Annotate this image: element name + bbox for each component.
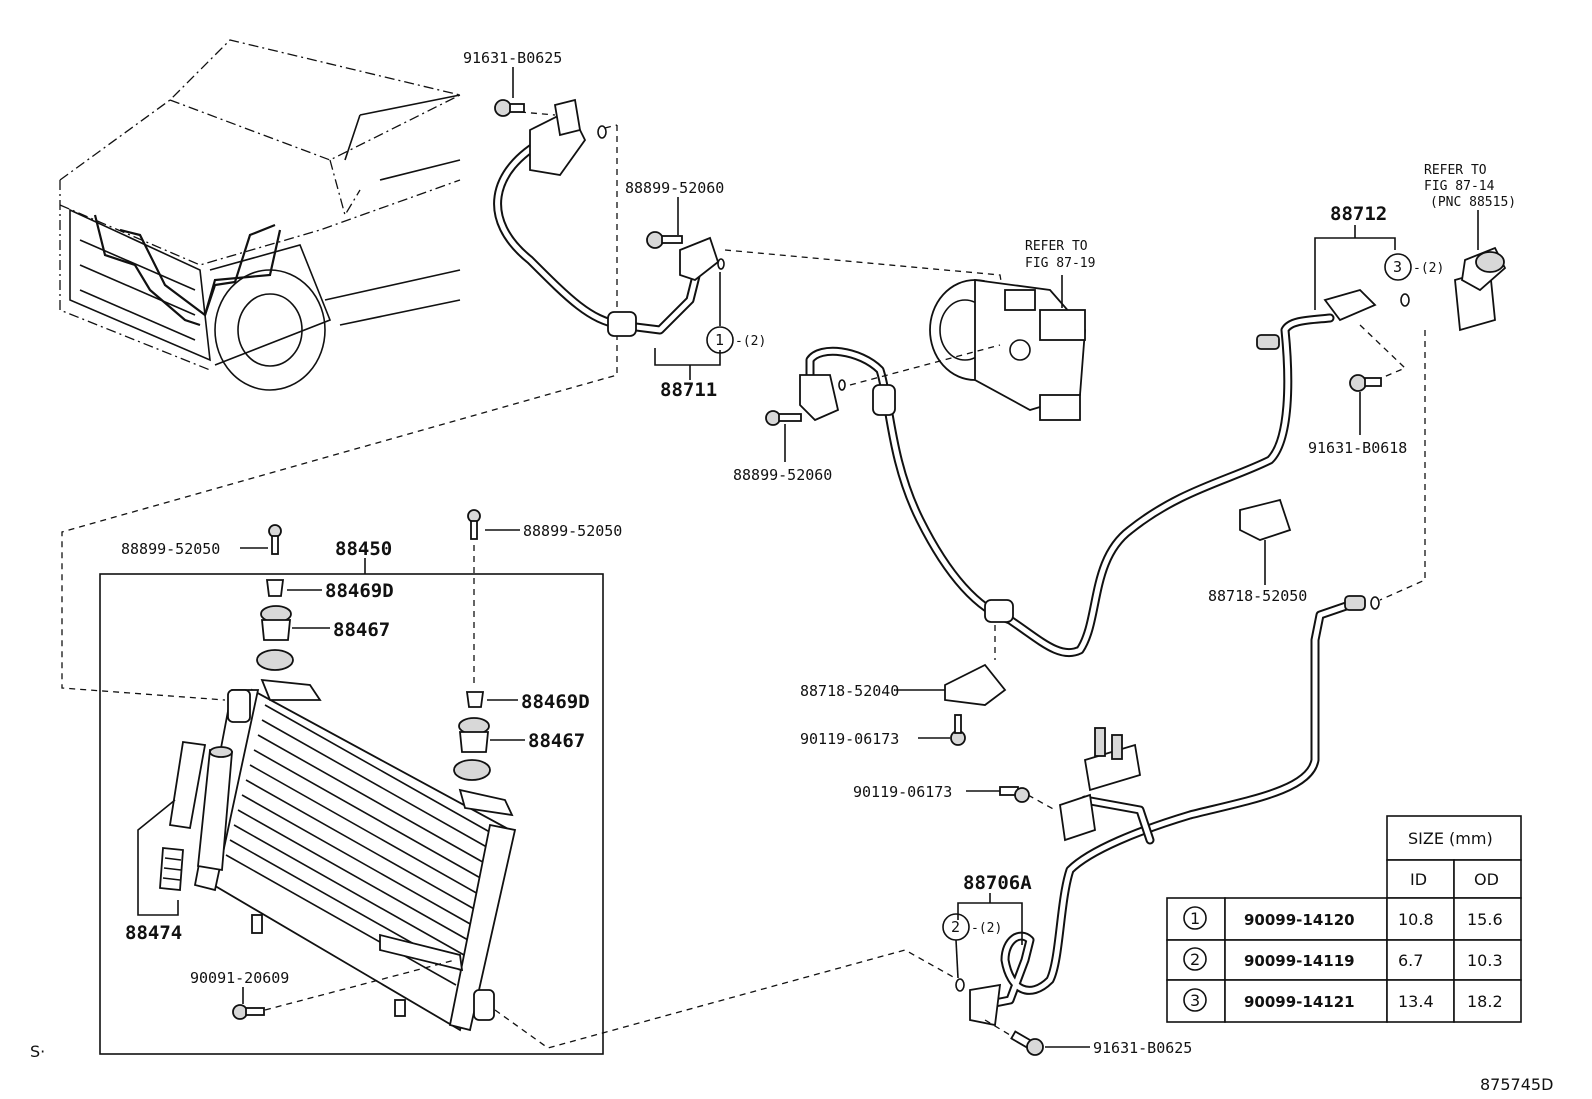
refer-valve-line-1: REFER TO <box>1424 163 1487 178</box>
leader <box>137 799 176 905</box>
size-table-id: 10.8 <box>1398 910 1434 929</box>
label-88899-52050-right: 88899-52050 <box>523 522 622 540</box>
size-table-part: 90099-14119 <box>1244 952 1355 970</box>
bolt-91631-b0625-top <box>494 99 525 117</box>
label-90091-20609: 90091-20609 <box>190 969 289 987</box>
bolt-88899-52050-left <box>268 524 282 555</box>
size-table-od: 18.2 <box>1467 992 1503 1011</box>
corner-mark: S· <box>30 1042 45 1061</box>
refer-valve-line-2: FIG 87-14 <box>1424 179 1495 194</box>
condenser-assembly-box <box>99 573 604 1055</box>
bracket-88711 <box>654 348 721 366</box>
label-91631-b0618: 91631-B0618 <box>1308 439 1407 457</box>
cushion-88467-mid <box>458 717 490 753</box>
size-table-part: 90099-14120 <box>1244 911 1355 929</box>
size-table-id: 6.7 <box>1398 951 1423 970</box>
discharge-hose-88711 <box>493 98 725 337</box>
suction-hose <box>799 313 1335 658</box>
ring-callout-1-qty: -(2) <box>735 334 766 349</box>
size-table-col-od: OD <box>1474 870 1499 889</box>
filter-88474 <box>159 740 207 891</box>
refer-valve-line-3: (PNC 88515) <box>1430 195 1516 210</box>
figure-code: 875745D <box>1480 1075 1553 1094</box>
clamp-88718-52050 <box>1239 498 1292 541</box>
condenser-core <box>193 649 517 1032</box>
leader-valve-bolt <box>1359 324 1407 386</box>
bolt-88899-52060-mid <box>765 410 802 426</box>
label-91631-b0625-bottom: 91631-B0625 <box>1093 1039 1192 1057</box>
leader-vehicle-to-condenser <box>61 125 618 701</box>
vehicle-outline <box>59 39 461 391</box>
label-88718-52040: 88718-52040 <box>800 682 899 700</box>
cushion-88469d-mid <box>465 691 485 708</box>
size-table: SIZE (mm) ID OD 1 90099-14120 10.8 15.6 … <box>1166 815 1522 1023</box>
label-88712: 88712 <box>1330 203 1387 225</box>
leader <box>984 1019 1011 1036</box>
bracket-88712 <box>1314 237 1396 255</box>
label-88706a: 88706A <box>963 872 1032 894</box>
label-88467-mid: 88467 <box>528 730 585 752</box>
size-table-id: 13.4 <box>1398 992 1434 1011</box>
bolt-88899-52050-right <box>467 509 481 540</box>
ring-callout-3-qty: -(2) <box>1413 261 1444 276</box>
receiver-dryer <box>197 746 233 872</box>
label-88469d-top: 88469D <box>325 580 394 602</box>
clamp-88718-52040 <box>944 625 1007 706</box>
refer-compressor-line-1: REFER TO <box>1025 239 1088 254</box>
label-91631-b0625-top: 91631-B0625 <box>463 49 562 67</box>
label-88899-52060-top: 88899-52060 <box>625 179 724 197</box>
leader-suction-to-compressor <box>849 344 1001 386</box>
label-88899-52050-left: 88899-52050 <box>121 540 220 558</box>
pressure-switch-block <box>1059 727 1142 842</box>
size-table-ref: 1 <box>1190 909 1200 928</box>
label-88474: 88474 <box>125 922 182 944</box>
leader <box>955 939 959 979</box>
label-90119-06173-a: 90119-06173 <box>800 730 899 748</box>
bolt-90119-06173-b <box>999 786 1030 803</box>
ring-callout-3-number: 3 <box>1393 258 1402 276</box>
size-table-ref: 2 <box>1190 950 1200 969</box>
bolt-90119-06173-a <box>950 714 966 746</box>
expansion-valve-reference <box>1454 246 1507 332</box>
cushion-88467-top <box>260 605 292 641</box>
ring-callout-3 <box>1384 253 1412 281</box>
cushion-88469d-top <box>265 579 285 597</box>
ring-callout-1-number: 1 <box>715 331 724 349</box>
compressor-reference <box>929 278 1086 421</box>
label-88467-top: 88467 <box>333 619 390 641</box>
leader-valve-to-liquid-pipe <box>1379 330 1426 601</box>
label-88899-52060-mid: 88899-52060 <box>733 466 832 484</box>
bolt-91631-b0618 <box>1349 374 1382 392</box>
size-table-od: 10.3 <box>1467 951 1503 970</box>
label-88450: 88450 <box>335 538 392 560</box>
leader-condenser-to-liquid-pipe <box>494 949 956 1049</box>
refer-compressor-line-2: FIG 87-19 <box>1025 256 1095 271</box>
size-table-ref: 3 <box>1190 991 1200 1010</box>
leader <box>1027 794 1056 811</box>
size-table-part: 90099-14121 <box>1244 993 1355 1011</box>
bracket-88474 <box>137 900 179 916</box>
size-table-header: SIZE (mm) <box>1408 829 1493 848</box>
leader-hose-to-compressor <box>724 249 1011 336</box>
ring-callout-1 <box>706 326 734 354</box>
bolt-88899-52060-top <box>646 231 683 249</box>
pipe-88712-end <box>1256 288 1377 350</box>
size-table-od: 15.6 <box>1467 910 1503 929</box>
liquid-pipe <box>955 595 1380 1027</box>
bolt-91631-b0625-bottom <box>1010 1030 1044 1056</box>
label-88718-52050: 88718-52050 <box>1208 587 1307 605</box>
label-88711: 88711 <box>660 379 717 401</box>
ring-callout-2-qty: -(2) <box>971 921 1002 936</box>
leader-top-bolt <box>519 111 618 129</box>
label-88469d-mid: 88469D <box>521 691 590 713</box>
bolt-90091-20609 <box>232 1004 265 1020</box>
ring-callout-2-number: 2 <box>951 918 960 936</box>
o-ring <box>1400 293 1410 307</box>
label-90119-06173-b: 90119-06173 <box>853 783 952 801</box>
size-table-col-id: ID <box>1410 870 1427 889</box>
